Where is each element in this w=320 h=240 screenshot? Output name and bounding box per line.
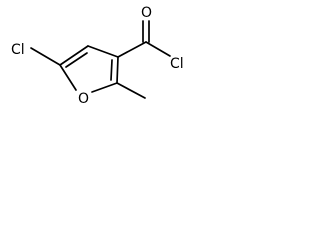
atom-label-oxygen-ring: O [78, 91, 89, 107]
bond-c3-c4 [87, 45, 119, 58]
atom-label-chlorine-acyl: Cl [170, 56, 184, 72]
atom-label-oxygen-carbonyl: O [141, 5, 152, 21]
bond-o1-c2 [91, 82, 118, 93]
bonds [30, 20, 171, 99]
bond-c2-c3 [116, 56, 119, 84]
atom-label-chlorine-left: Cl [11, 42, 25, 58]
bond-carbonyl-cl [145, 41, 171, 57]
bond-c5-cl [30, 47, 61, 66]
molecule-diagram: Cl O O Cl [11, 5, 184, 107]
bond-c2-methyl [116, 82, 146, 99]
bond-c2-c3-inner [110, 59, 113, 81]
bond-c3-carbonyl [117, 41, 147, 58]
bond-c5-o1 [59, 64, 77, 91]
bond-c4-c5-inner [65, 52, 88, 68]
bond-c4-c5 [59, 45, 89, 66]
